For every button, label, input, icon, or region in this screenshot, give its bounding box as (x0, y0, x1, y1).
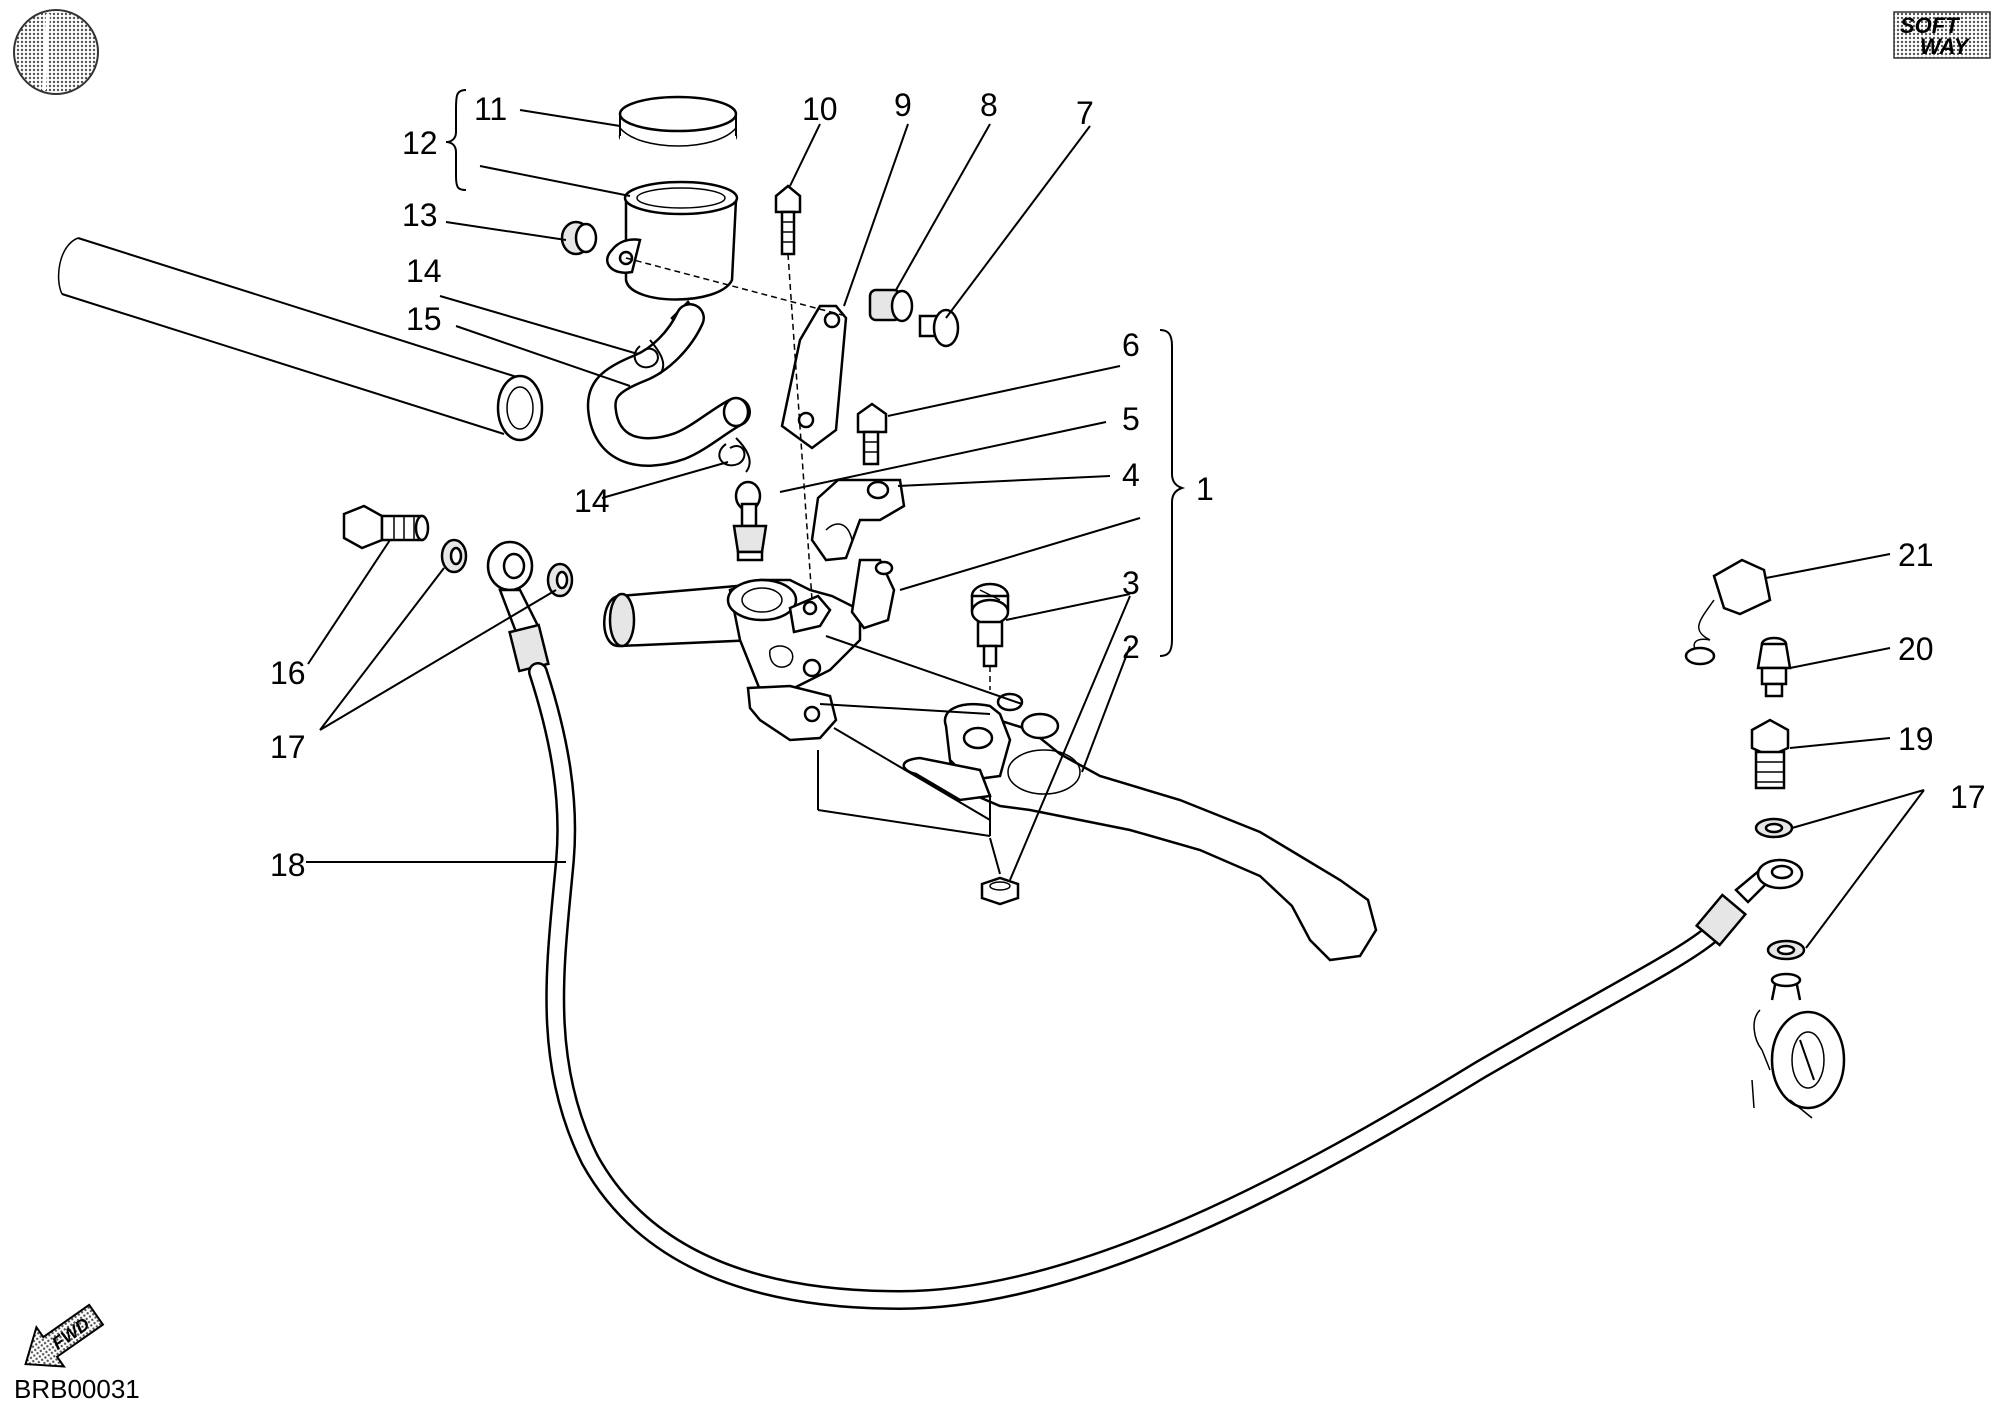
sealing-washer-1 (440, 538, 468, 574)
callout-7: 7 (1076, 95, 1094, 131)
softway-logo: SOFT WAY (1893, 11, 1991, 59)
bleed-nipple-body (1750, 718, 1790, 790)
clamp-screw (856, 402, 888, 466)
pivot-nut (980, 876, 1020, 906)
callout-12: 12 (402, 125, 438, 161)
clutch-hose (528, 662, 1720, 1311)
callout-14-upper: 14 (406, 253, 442, 289)
sealing-washer-4 (1766, 939, 1806, 961)
callout-6: 6 (1122, 327, 1140, 363)
callout-9: 9 (894, 87, 912, 123)
callout-labels: 1 2 3 4 5 6 7 8 9 10 11 12 13 14 14 15 1… (270, 87, 1986, 883)
leader-lines (306, 109, 1925, 949)
mounting-bracket (780, 304, 848, 450)
slave-cylinder-outline (1751, 972, 1846, 1119)
callout-17-right: 17 (1950, 779, 1986, 815)
logo-line1: SOFT (1900, 13, 1960, 38)
callout-14-lower: 14 (574, 483, 610, 519)
callout-21: 21 (1898, 537, 1934, 573)
corner-emblem-icon (13, 9, 99, 95)
drawing-code: BRB00031 (14, 1374, 140, 1404)
callout-11: 11 (474, 91, 507, 127)
callout-15: 15 (406, 301, 442, 337)
logo-line2: WAY (1920, 34, 1971, 59)
bleed-screw (1756, 636, 1792, 698)
callout-18: 18 (270, 847, 306, 883)
grommet (560, 220, 598, 256)
callout-3: 3 (1122, 565, 1140, 601)
callout-13: 13 (402, 197, 438, 233)
clutch-lever (902, 692, 1378, 962)
bushing (868, 288, 914, 323)
banjo-bolt (342, 504, 430, 550)
hose-fitting (732, 480, 768, 562)
hose-clamp-upper-icon (633, 339, 665, 375)
callout-19: 19 (1898, 721, 1934, 757)
screw (774, 184, 802, 256)
callout-1: 1 (1196, 471, 1214, 507)
hose-clamp-lower-icon (718, 437, 751, 473)
master-cylinder-body (603, 558, 896, 742)
callout-2: 2 (1122, 629, 1140, 665)
sealing-washer-3 (1754, 817, 1794, 839)
slave-cylinder-fitting (1694, 858, 1804, 947)
callout-10: 10 (802, 91, 838, 127)
callout-8: 8 (980, 87, 998, 123)
banjo-fitting (486, 540, 550, 673)
fwd-arrow-icon: FWD (24, 1303, 105, 1368)
sealing-washer-2 (546, 562, 574, 598)
bleed-cap (1684, 558, 1772, 666)
mount-screw (918, 308, 960, 348)
callout-4: 4 (1122, 457, 1140, 493)
reservoir-hose (586, 303, 751, 467)
callout-17-left: 17 (270, 729, 306, 765)
callout-20: 20 (1898, 631, 1934, 667)
assembly-bracket-1 (1159, 329, 1186, 657)
reservoir-cap (618, 95, 738, 156)
assembly-bracket-12 (445, 89, 467, 191)
clamp-half (810, 478, 906, 562)
callout-16: 16 (270, 655, 306, 691)
handlebar-tube (57, 237, 544, 442)
callout-5: 5 (1122, 401, 1140, 437)
pivot-bolt (970, 582, 1010, 668)
